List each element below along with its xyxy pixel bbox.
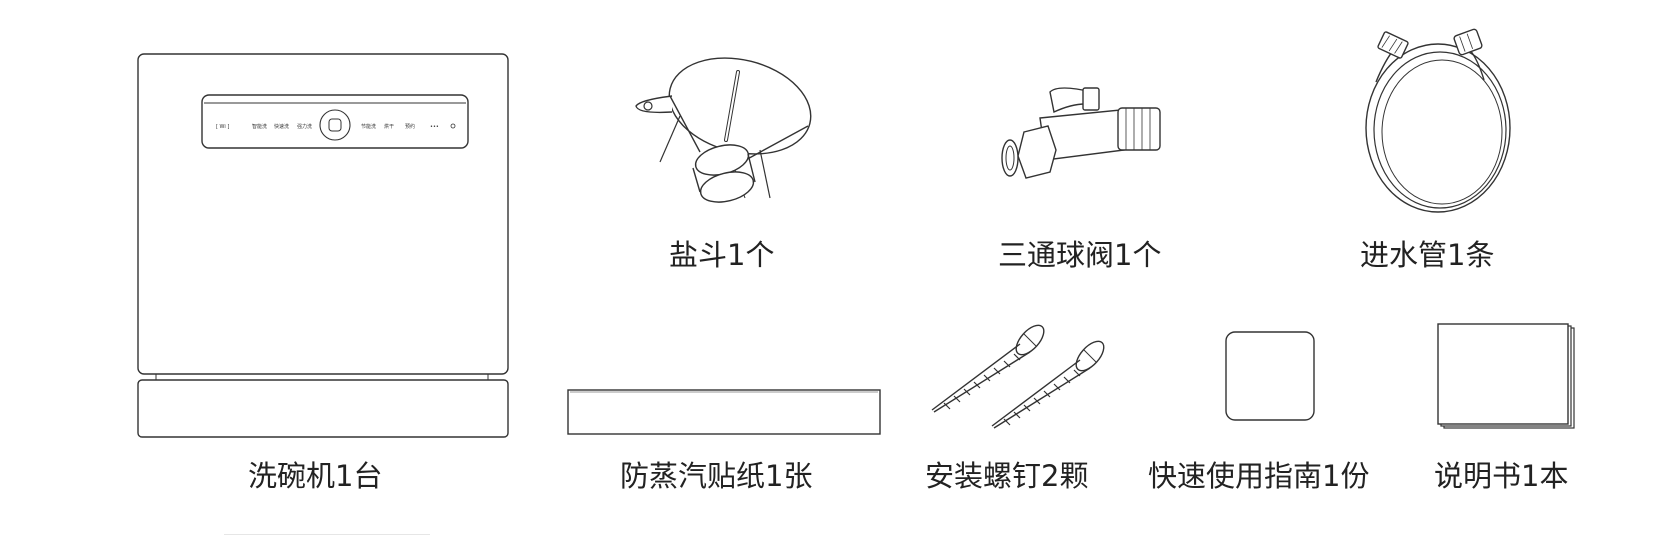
- panel-button-wifi: [ Wi ]: [216, 124, 229, 130]
- bottom-divider: [224, 534, 430, 535]
- screws-label: 安装螺钉2颗: [925, 459, 1089, 493]
- panel-button-4: 节能洗: [361, 123, 376, 130]
- panel-button-5: 烘干: [384, 123, 394, 130]
- anti-steam-sticker-label: 防蒸汽贴纸1张: [620, 459, 813, 493]
- ball-valve-label: 三通球阀1个: [998, 238, 1162, 272]
- panel-button-1: 智能洗: [252, 123, 267, 130]
- quick-guide-label: 快速使用指南1份: [1148, 459, 1370, 493]
- inlet-hose-label: 进水管1条: [1360, 238, 1495, 272]
- dishwasher-label: 洗碗机1台: [248, 459, 383, 493]
- manual-label: 说明书1本: [1434, 459, 1569, 493]
- panel-button-2: 快速洗: [274, 123, 289, 130]
- panel-button-7: •••: [430, 124, 439, 130]
- panel-button-3: 强力洗: [297, 123, 312, 130]
- panel-button-6: 预约: [405, 123, 415, 130]
- salt-funnel-label: 盐斗1个: [669, 238, 775, 272]
